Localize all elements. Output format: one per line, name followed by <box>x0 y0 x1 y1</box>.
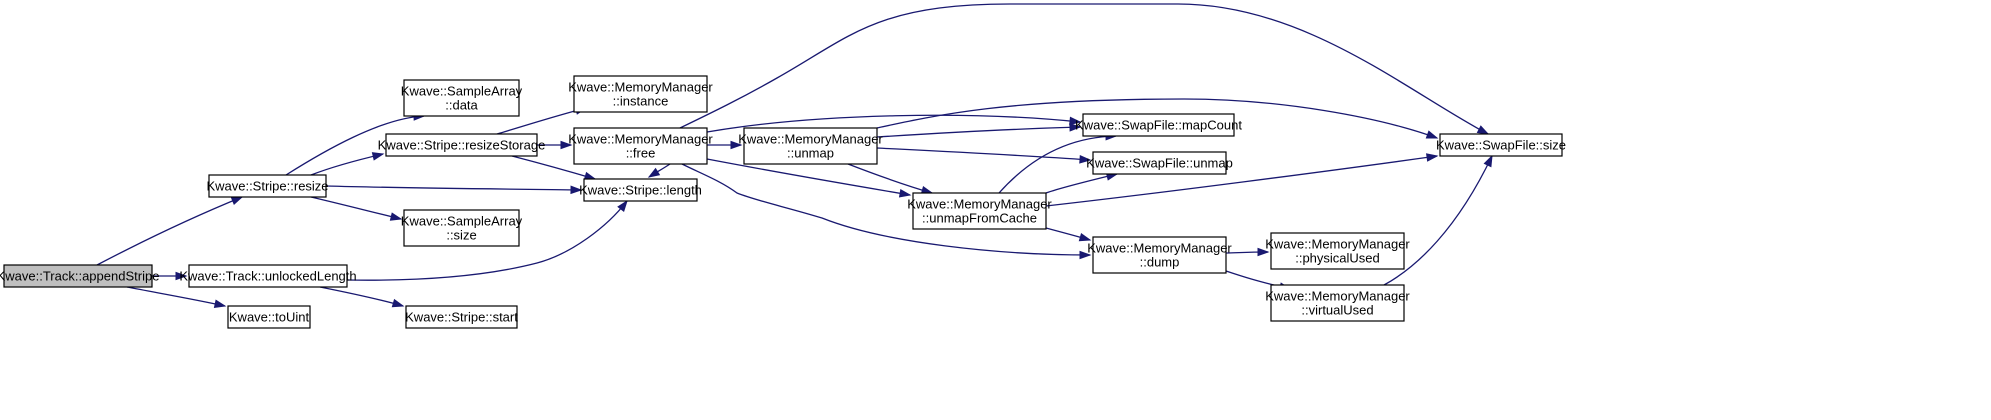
node-label-line: Kwave::Stripe::length <box>579 183 702 198</box>
node-label-line: Kwave::Track::unlockedLength <box>179 269 356 284</box>
node-box <box>403 209 520 247</box>
node-box <box>1082 113 1235 137</box>
node-box <box>573 75 708 113</box>
node-label-line: Kwave::MemoryManager <box>738 132 883 147</box>
node-label-line: Kwave::SwapFile::size <box>1436 138 1566 153</box>
node-box <box>1092 151 1227 175</box>
node-instance[interactable]: Kwave::MemoryManager::instance <box>568 75 713 113</box>
node-label-line: Kwave::Stripe::start <box>405 310 518 325</box>
node-box <box>1270 232 1405 270</box>
edge-unmapFromCache-to-dump <box>1045 227 1092 242</box>
node-label-line: Kwave::SampleArray <box>401 84 523 99</box>
node-sfSize[interactable]: Kwave::SwapFile::size <box>1436 133 1566 157</box>
node-free[interactable]: Kwave::MemoryManager::free <box>568 127 713 165</box>
node-sfUnmap[interactable]: Kwave::SwapFile::unmap <box>1086 151 1233 175</box>
edge-free-to-dump <box>681 163 1092 260</box>
node-physicalUsed[interactable]: Kwave::MemoryManager::physicalUsed <box>1265 232 1410 270</box>
edge-unmapFromCache-to-sfSize <box>1045 153 1439 207</box>
node-label-line: Kwave::MemoryManager <box>1087 241 1232 256</box>
node-virtualUsed[interactable]: Kwave::MemoryManager::virtualUsed <box>1265 284 1410 322</box>
node-box <box>1270 284 1405 322</box>
node-resizeStorage[interactable]: Kwave::Stripe::resizeStorage <box>378 133 546 157</box>
edge-unmap-to-sfUnmap <box>876 147 1092 164</box>
edge-free-to-unmap <box>707 140 743 150</box>
edge-appendStripe-to-resize <box>96 196 244 266</box>
node-saSize[interactable]: Kwave::SampleArray::size <box>401 209 523 247</box>
node-label-line: ::instance <box>613 94 669 109</box>
edge-free-to-sfSize <box>679 3 1490 135</box>
node-label-line: ::unmap <box>787 146 834 161</box>
node-box <box>227 305 311 329</box>
node-box <box>385 133 538 157</box>
edge-resize-to-length <box>325 185 583 195</box>
node-label-line: ::data <box>445 98 478 113</box>
node-mapCount[interactable]: Kwave::SwapFile::mapCount <box>1075 113 1242 137</box>
node-label-line: Kwave::SwapFile::unmap <box>1086 156 1233 171</box>
node-start[interactable]: Kwave::Stripe::start <box>405 305 518 329</box>
node-box <box>743 127 878 165</box>
edge-resize-to-saSize <box>310 196 403 221</box>
node-saData[interactable]: Kwave::SampleArray::data <box>401 79 523 117</box>
node-box <box>405 305 518 329</box>
edge-unlockedLength-to-length <box>346 199 628 281</box>
node-label-line: Kwave::MemoryManager <box>907 197 1052 212</box>
node-box <box>188 264 348 288</box>
edge-free-to-unmapFromCache <box>706 158 912 198</box>
node-label-line: Kwave::MemoryManager <box>568 80 713 95</box>
node-label-line: Kwave::MemoryManager <box>568 132 713 147</box>
node-box <box>3 264 153 288</box>
edge-unmap-to-sfSize <box>876 98 1439 139</box>
node-label-line: Kwave::Stripe::resizeStorage <box>378 138 546 153</box>
node-appendStripe[interactable]: Kwave::Track::appendStripe <box>0 264 159 288</box>
node-label-line: ::dump <box>1140 255 1180 270</box>
node-label-line: Kwave::MemoryManager <box>1265 289 1410 304</box>
node-label-line: ::physicalUsed <box>1295 251 1380 266</box>
edge-appendStripe-to-unlockedLength <box>152 271 188 281</box>
node-resize[interactable]: Kwave::Stripe::resize <box>206 174 329 198</box>
node-toUint[interactable]: Kwave::toUint <box>227 305 311 329</box>
node-unmapFromCache[interactable]: Kwave::MemoryManager::unmapFromCache <box>907 192 1052 230</box>
node-label-line: Kwave::Stripe::resize <box>206 179 328 194</box>
edge-unmapFromCache-to-sfUnmap <box>1045 172 1119 194</box>
node-dump[interactable]: Kwave::MemoryManager::dump <box>1087 236 1232 274</box>
edge-unlockedLength-to-start <box>319 286 405 308</box>
node-box <box>583 178 698 202</box>
nodes-layer: Kwave::Track::appendStripeKwave::Stripe:… <box>0 75 1566 329</box>
node-box <box>912 192 1047 230</box>
node-label-line: Kwave::SampleArray <box>401 214 523 229</box>
node-label-line: ::unmapFromCache <box>922 211 1037 226</box>
node-box <box>208 174 327 198</box>
node-label-line: ::virtualUsed <box>1301 303 1373 318</box>
node-label-line: Kwave::MemoryManager <box>1265 237 1410 252</box>
node-label-line: Kwave::SwapFile::mapCount <box>1075 118 1242 133</box>
node-box <box>1092 236 1227 274</box>
node-length[interactable]: Kwave::Stripe::length <box>579 178 702 202</box>
edge-resize-to-resizeStorage <box>310 152 385 176</box>
edge-unmap-to-mapCount <box>876 122 1082 138</box>
node-unlockedLength[interactable]: Kwave::Track::unlockedLength <box>179 264 357 288</box>
edge-free-to-length <box>647 163 671 178</box>
node-unmap[interactable]: Kwave::MemoryManager::unmap <box>738 127 883 165</box>
node-box <box>573 127 708 165</box>
node-label-line: Kwave::Track::appendStripe <box>0 269 159 284</box>
node-box <box>403 79 520 117</box>
node-box <box>1439 133 1563 157</box>
edge-dump-to-physicalUsed <box>1225 247 1270 257</box>
node-label-line: ::size <box>446 228 476 243</box>
edge-resizeStorage-to-free <box>537 140 573 150</box>
node-label-line: ::free <box>626 146 656 161</box>
edge-virtualUsed-to-sfSize <box>1383 154 1493 286</box>
edge-free-to-mapCount <box>706 114 1082 133</box>
node-label-line: Kwave::toUint <box>229 310 310 325</box>
edge-appendStripe-to-toUint <box>126 286 227 308</box>
edge-unmap-to-unmapFromCache <box>847 163 934 195</box>
